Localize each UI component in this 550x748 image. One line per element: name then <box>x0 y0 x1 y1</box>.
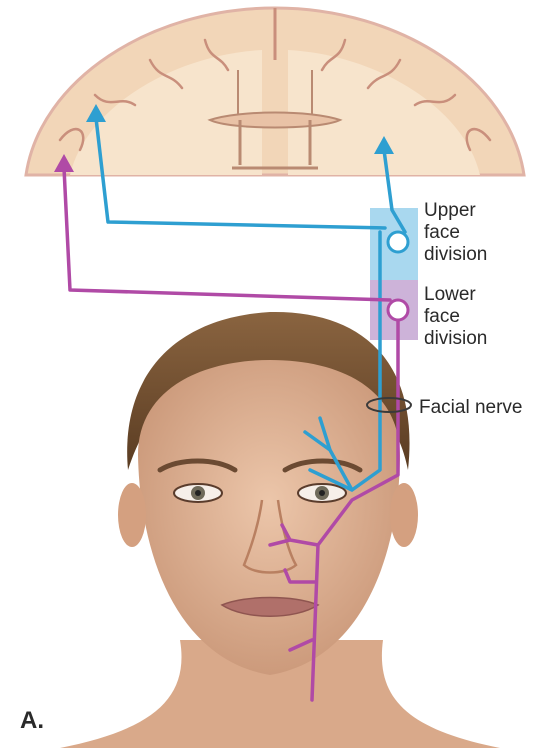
face <box>138 360 400 675</box>
left-ear <box>118 483 146 547</box>
panel-letter: A. <box>20 708 44 734</box>
upper-face-division-label: Upper face division <box>424 200 487 266</box>
upper-nucleus-circle <box>388 232 408 252</box>
lower-pathway-contralateral <box>64 168 390 300</box>
lower-nucleus-circle <box>388 300 408 320</box>
right-ear <box>390 483 418 547</box>
facial-nerve-label: Facial nerve <box>419 397 523 419</box>
lower-face-division-label: Lower face division <box>424 284 487 350</box>
face-illustration <box>60 312 500 748</box>
